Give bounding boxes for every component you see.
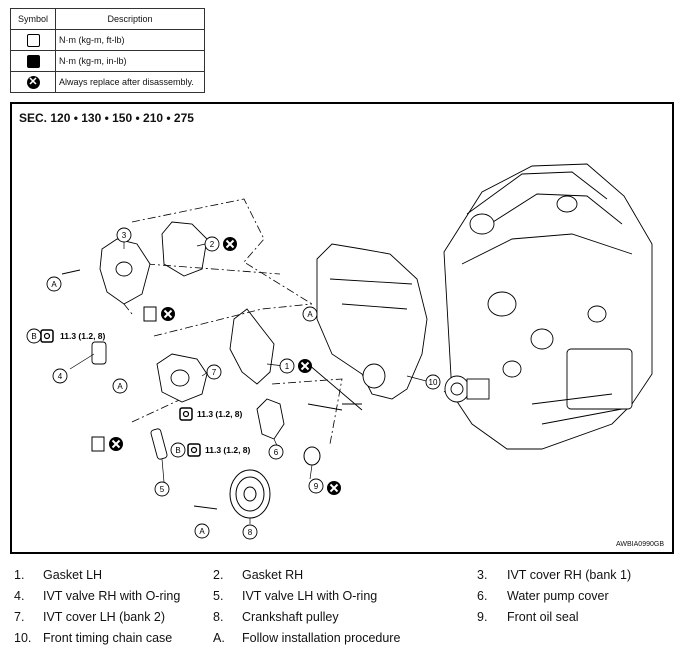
front-oil-seal	[303, 446, 321, 466]
parts-row: 1. Gasket LH 2. Gasket RH 3. IVT cover R…	[0, 568, 685, 588]
legend-description: Always replace after disassembly.	[55, 71, 205, 93]
torque-spec: 11.3 (1.2, 8)	[197, 409, 243, 419]
part-number: 6.	[477, 589, 488, 603]
callout-9: 9	[314, 482, 319, 491]
part-number: A.	[213, 631, 225, 645]
part-label: IVT valve LH with O-ring	[242, 589, 378, 603]
crankshaft-pulley	[229, 469, 271, 519]
legend-description: N·m (kg-m, ft-lb)	[55, 29, 205, 51]
ref-b: B	[175, 446, 180, 455]
part-number: 2.	[213, 568, 224, 582]
part-label: IVT valve RH with O-ring	[43, 589, 181, 603]
part-number: 9.	[477, 610, 488, 624]
part-label: Front timing chain case	[43, 631, 173, 645]
ivt-cover-rh	[99, 238, 151, 305]
callout-circles	[26, 227, 441, 540]
figure-code: AWBIA0990GB	[616, 541, 664, 548]
parts-row: 7. IVT cover LH (bank 2) 8. Crankshaft p…	[0, 610, 685, 630]
part-label: IVT cover RH (bank 1)	[507, 568, 632, 582]
replace-x-icon: ✕	[26, 75, 40, 89]
callout-4: 4	[58, 372, 63, 381]
ref-a: A	[199, 527, 205, 536]
part-label: Gasket RH	[242, 568, 304, 582]
torque-wrench-inlb-icon	[26, 54, 40, 68]
callout-8: 8	[248, 528, 253, 537]
section-title: SEC. 120 • 130 • 150 • 210 • 275	[19, 111, 194, 125]
legend-description: N·m (kg-m, in-lb)	[55, 50, 205, 72]
part-number: 4.	[14, 589, 25, 603]
bolts	[61, 269, 363, 510]
part-label: Gasket LH	[43, 568, 103, 582]
part-label: Front oil seal	[507, 610, 579, 624]
part-label: Follow installation procedure	[242, 631, 401, 645]
oring-icon	[91, 306, 157, 452]
callout-2: 2	[210, 240, 215, 249]
torque-spec: 11.3 (1.2, 8)	[205, 445, 251, 455]
legend-header-description: Description	[55, 8, 205, 30]
engine-assembly	[443, 163, 653, 450]
callout-1: 1	[285, 362, 290, 371]
part-number: 10.	[14, 631, 32, 645]
ivt-valves	[91, 341, 168, 460]
timing-chain-case	[316, 243, 428, 405]
callout-5: 5	[160, 485, 165, 494]
torque-wrench-ftlb-icon	[26, 33, 40, 47]
callout-3: 3	[122, 231, 127, 240]
callout-numbers: 3 2 1 4 5 6 7 8 9 10 A A A A B B	[31, 231, 438, 537]
callout-6: 6	[274, 448, 279, 457]
exploded-view-figure: SEC. 120 • 130 • 150 • 210 • 275	[10, 102, 674, 554]
gasket-lh	[229, 308, 275, 385]
torque-spec: 11.3 (1.2, 8)	[60, 331, 106, 341]
ref-a: A	[117, 382, 123, 391]
guide-lines	[111, 198, 473, 445]
part-label: Crankshaft pulley	[242, 610, 339, 624]
parts-row: 4. IVT valve RH with O-ring 5. IVT valve…	[0, 589, 685, 609]
part-label: Water pump cover	[507, 589, 609, 603]
engine-exploded-diagram: 3 2 1 4 5 6 7 8 9 10 A A A A B B	[26, 163, 653, 540]
ref-a: A	[51, 280, 57, 289]
callout-10: 10	[429, 378, 438, 387]
ref-a: A	[307, 310, 313, 319]
ref-b: B	[31, 332, 36, 341]
ivt-cover-lh	[156, 353, 208, 403]
parts-row: 10. Front timing chain case A. Follow in…	[0, 631, 685, 651]
symbol-legend-table: Symbol Description N·m (kg-m, ft-lb) N·m…	[10, 8, 205, 93]
part-number: 8.	[213, 610, 224, 624]
part-number: 7.	[14, 610, 25, 624]
water-pump-cover	[256, 398, 285, 440]
part-number: 3.	[477, 568, 488, 582]
part-number: 5.	[213, 589, 224, 603]
part-number: 1.	[14, 568, 25, 582]
legend-header-symbol: Symbol	[10, 8, 56, 30]
callout-7: 7	[212, 368, 217, 377]
gasket-rh	[161, 221, 208, 277]
part-label: IVT cover LH (bank 2)	[43, 610, 166, 624]
